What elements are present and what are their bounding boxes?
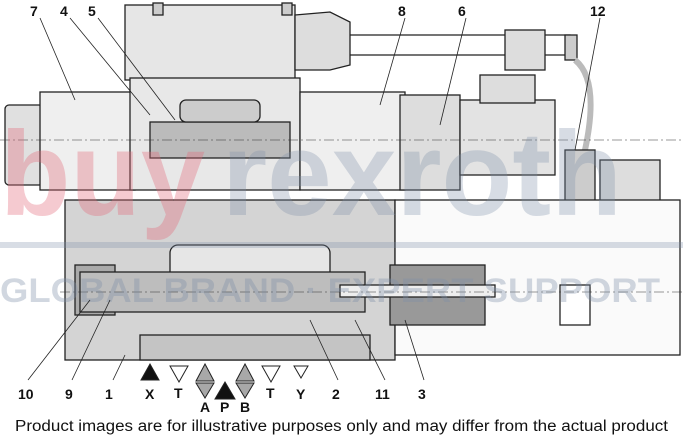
position-sensor [459,99,556,176]
disclaimer-caption: Product images are for illustrative purp… [15,418,669,435]
port-b-triangle [235,362,255,382]
callout-12: 12 [590,3,606,19]
left-solenoid [39,91,136,191]
callout-1: 1 [105,386,113,402]
port-x-label: X [145,386,155,402]
callout-7: 7 [30,3,38,19]
cable-gland [294,11,351,71]
port-t2-label: T [266,385,275,401]
port-x-triangle [140,362,160,381]
port-p-triangle [214,381,236,400]
callout-3: 3 [418,386,426,402]
pilot-connector-box [124,4,296,81]
callout-4: 4 [60,3,68,19]
callout-9: 9 [65,386,73,402]
callout-2: 2 [332,386,340,402]
port-y-label: Y [296,386,306,402]
watermark-tagline: GLOBAL BRAND · EXPERT SUPPORT [0,272,660,310]
port-t1-label: T [174,385,183,401]
port-a-triangle [195,362,215,382]
callout-10: 10 [18,386,34,402]
right-solenoid [299,91,406,191]
port-b-label: B [240,399,250,415]
callout-5: 5 [88,3,96,19]
port-t1-triangle [169,365,189,384]
callout-11: 11 [375,386,390,402]
port-p-label: P [220,399,229,415]
watermark-buy: buy [0,107,205,241]
watermark-rexroth: rexroth [222,107,622,241]
port-y-triangle [293,365,309,379]
port-b-lower-triangle [235,382,255,399]
port-a-label: A [200,399,210,415]
coil-fins [399,94,461,191]
port-a-lower-triangle [195,382,215,399]
port-t2-triangle [261,365,281,384]
callout-8: 8 [398,3,406,19]
callout-6: 6 [458,3,466,19]
